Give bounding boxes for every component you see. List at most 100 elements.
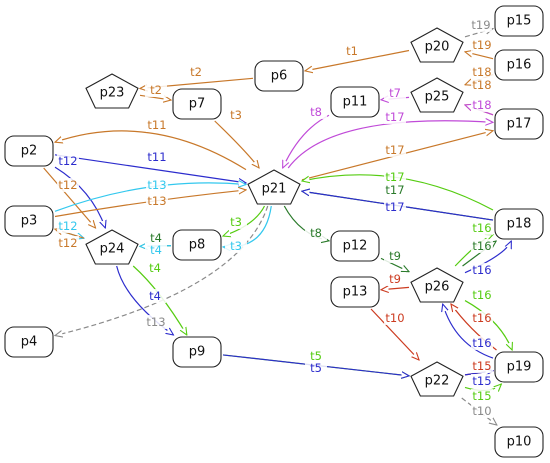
- edge-label-bg: [144, 289, 166, 303]
- edge-label-bg: [305, 349, 327, 363]
- edge-label-bg: [471, 389, 493, 403]
- node-p17: p17: [494, 108, 544, 140]
- rounded-rect-shape: [330, 86, 380, 118]
- node-label: p22: [425, 374, 450, 389]
- edge-label-bg: [384, 200, 406, 214]
- pentagon-shape: [85, 73, 139, 109]
- edge-label-bg: [471, 336, 493, 350]
- node-label: p6: [271, 69, 288, 84]
- edge-label-t10: t10: [472, 404, 491, 418]
- edge-label-bg: [384, 183, 406, 197]
- edge-label-t18: t18: [472, 98, 491, 112]
- node-label: p15: [507, 14, 532, 29]
- edge-p21-p8: [223, 205, 266, 236]
- node-p16: p16: [494, 49, 544, 81]
- node-p6: p6: [254, 60, 304, 92]
- edge-label-bg: [146, 150, 168, 164]
- node-label: p2: [21, 144, 38, 159]
- edge-p13-p22: [370, 308, 419, 360]
- node-label: p25: [425, 90, 450, 105]
- node-label: p24: [100, 242, 125, 257]
- edge-p7-p21: [214, 120, 259, 168]
- edge-p26-p13: [381, 287, 410, 289]
- edge-label-bg: [471, 38, 493, 52]
- node-p23: p23: [85, 73, 139, 109]
- edge-label-t15: t15: [472, 359, 491, 373]
- edge-label-t3: t3: [230, 239, 242, 253]
- edge-label-bg: [57, 236, 79, 250]
- edge-label-t16: t16: [472, 336, 491, 350]
- edge-label-t5: t5: [310, 361, 322, 375]
- edge-label-t17: t17: [385, 143, 404, 157]
- edge-label-bg: [146, 194, 168, 208]
- edge-label-bg: [471, 288, 493, 302]
- edge-label-bg: [145, 315, 167, 329]
- edge-label-t12: t12: [58, 154, 77, 168]
- edge-label-t12: t12: [58, 236, 77, 250]
- edge-label-bg: [384, 170, 406, 184]
- edge-label-t16: t16: [472, 239, 491, 253]
- edge-label-bg: [146, 118, 168, 132]
- edge-label-bg: [471, 78, 493, 92]
- node-label: p4: [21, 335, 38, 350]
- node-label: p11: [343, 95, 368, 110]
- edge-label-t17: t17: [385, 183, 404, 197]
- node-p7: p7: [172, 88, 222, 120]
- edge-label-t16: t16: [472, 288, 491, 302]
- edge-label-t17: t17: [385, 170, 404, 184]
- edge-label-t8: t8: [310, 226, 322, 240]
- edge-p2-p24: [43, 167, 96, 228]
- edge-label-bg: [225, 215, 247, 229]
- node-label: p8: [189, 238, 206, 253]
- edge-label-t13: t13: [146, 315, 165, 329]
- rounded-rect-shape: [494, 49, 544, 81]
- edge-p2-p21: [54, 154, 246, 183]
- rounded-rect-shape: [494, 208, 544, 240]
- edge-label-bg: [57, 219, 79, 233]
- rounded-rect-shape: [4, 326, 54, 358]
- edge-p2-p24: [54, 166, 105, 228]
- edge-label-t8: t8: [310, 105, 322, 119]
- node-p3: p3: [4, 205, 54, 237]
- edge-label-bg: [145, 231, 167, 245]
- edge-label-bg: [470, 18, 492, 32]
- node-label: p9: [189, 345, 206, 360]
- edge-p22-p10: [461, 397, 497, 425]
- edge-label-bg: [145, 83, 167, 97]
- edge-label-t12: t12: [58, 178, 77, 192]
- node-label: p26: [425, 280, 450, 295]
- node-p13: p13: [330, 276, 380, 308]
- edge-p21-p2: [55, 130, 247, 171]
- edge-label-bg: [145, 243, 167, 257]
- edge-label-bg: [471, 239, 493, 253]
- edge-p20-p6: [305, 49, 410, 70]
- node-p21: p21: [247, 169, 301, 205]
- pentagon-shape: [410, 267, 464, 303]
- edge-label-t4: t4: [149, 289, 161, 303]
- node-p9: p9: [172, 336, 222, 368]
- edge-label-bg: [185, 65, 207, 79]
- rounded-rect-shape: [4, 205, 54, 237]
- edge-label-bg: [146, 178, 168, 192]
- edge-p21-p17: [287, 121, 493, 169]
- pentagon-shape: [410, 27, 464, 63]
- rounded-rect-shape: [494, 351, 544, 383]
- edge-label-bg: [225, 239, 247, 253]
- edge-label-t2: t2: [150, 83, 162, 97]
- edge-label-t13: t13: [147, 194, 166, 208]
- node-label: p17: [507, 117, 532, 132]
- node-p8: p8: [172, 229, 222, 261]
- edge-label-t4: t4: [149, 261, 161, 275]
- rounded-rect-shape: [330, 230, 380, 262]
- edge-label-bg: [384, 110, 406, 124]
- edge-label-t3: t3: [230, 108, 242, 122]
- rounded-rect-shape: [494, 108, 544, 140]
- edge-label-t16: t16: [472, 221, 491, 235]
- edge-label-bg: [384, 143, 406, 157]
- edge-label-t17: t17: [385, 200, 404, 214]
- pentagon-shape: [247, 169, 301, 205]
- rounded-rect-shape: [494, 426, 544, 458]
- node-p10: p10: [494, 426, 544, 458]
